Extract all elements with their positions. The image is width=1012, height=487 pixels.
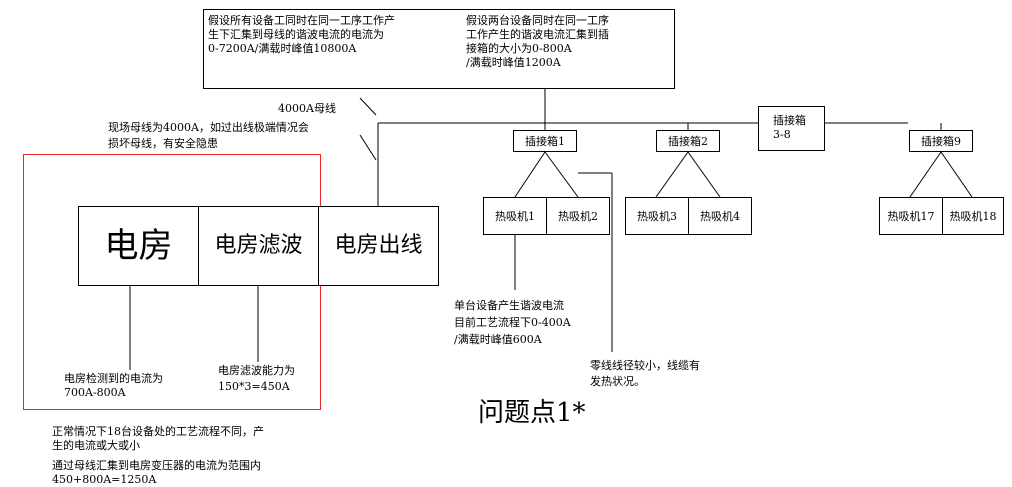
machine-2-label: 热吸机2	[558, 210, 598, 223]
room-outlet-label: 电房出线	[334, 233, 423, 258]
plug-box-9: 插接箱9	[909, 130, 973, 152]
power-room-label: 电房	[104, 226, 173, 266]
machine-17-label: 热吸机17	[887, 210, 935, 223]
top-notes-box	[203, 9, 675, 89]
plug-box-3-8-label: 插接箱 3-8	[773, 114, 806, 141]
busbar-warning: 现场母线为4000A，如过出线极端情况会 损坏母线，有安全隐患	[108, 121, 309, 150]
machine-18: 热吸机18	[942, 197, 1004, 235]
warning-leader	[359, 134, 377, 161]
two-devices-note: 假设两台设备同时在同一工序 工作产生的谐波电流汇集到插 接箱的大小为0-800A…	[466, 14, 609, 69]
machine-17: 热吸机17	[879, 197, 943, 235]
plug-box-1-label: 插接箱1	[525, 135, 565, 148]
machine-2: 热吸机2	[546, 197, 610, 235]
power-room-box: 电房	[78, 206, 199, 286]
plug-box-1: 插接箱1	[513, 130, 577, 152]
bottom-note-2: 通过母线汇集到电房变压器的电流为范围内 450+800A=1250A	[52, 459, 261, 486]
busbar-label: 4000A母线	[278, 102, 336, 115]
machine-18-label: 热吸机18	[949, 210, 997, 223]
machine-3-label: 热吸机3	[637, 210, 677, 223]
room-current-note: 电房检测到的电流为 700A-800A	[64, 372, 163, 399]
neutral-line-note: 零线线径较小，线缆有 发热状况。	[590, 359, 700, 388]
all-devices-note: 假设所有设备工同时在同一工序工作产 生下汇集到母线的谐波电流的电流为 0-720…	[208, 14, 395, 55]
filter-capacity-note: 电房滤波能力为 150*3=450A	[218, 364, 295, 393]
machine-1-label: 热吸机1	[495, 210, 535, 223]
machine-1: 热吸机1	[483, 197, 547, 235]
plug-box-9-label: 插接箱9	[921, 135, 961, 148]
plug-box-2: 插接箱2	[656, 130, 720, 152]
machine-4-label: 热吸机4	[700, 210, 740, 223]
single-device-note: 单台设备产生谐波电流 目前工艺流程下0-400A /满载时峰值600A	[454, 299, 571, 346]
plug-box-2-label: 插接箱2	[668, 135, 708, 148]
machine-3: 热吸机3	[625, 197, 689, 235]
room-outlet-box: 电房出线	[318, 206, 439, 286]
machine-4: 热吸机4	[688, 197, 752, 235]
plug-box-3-8: 插接箱 3-8	[758, 106, 825, 151]
room-filter-box: 电房滤波	[198, 206, 319, 286]
room-filter-label: 电房滤波	[214, 233, 303, 258]
problem-title: 问题点1*	[478, 398, 586, 428]
bottom-note-1: 正常情况下18台设备处的工艺流程不同，产 生的电流或大或小	[52, 425, 264, 452]
busbar-label-leader	[359, 97, 377, 116]
